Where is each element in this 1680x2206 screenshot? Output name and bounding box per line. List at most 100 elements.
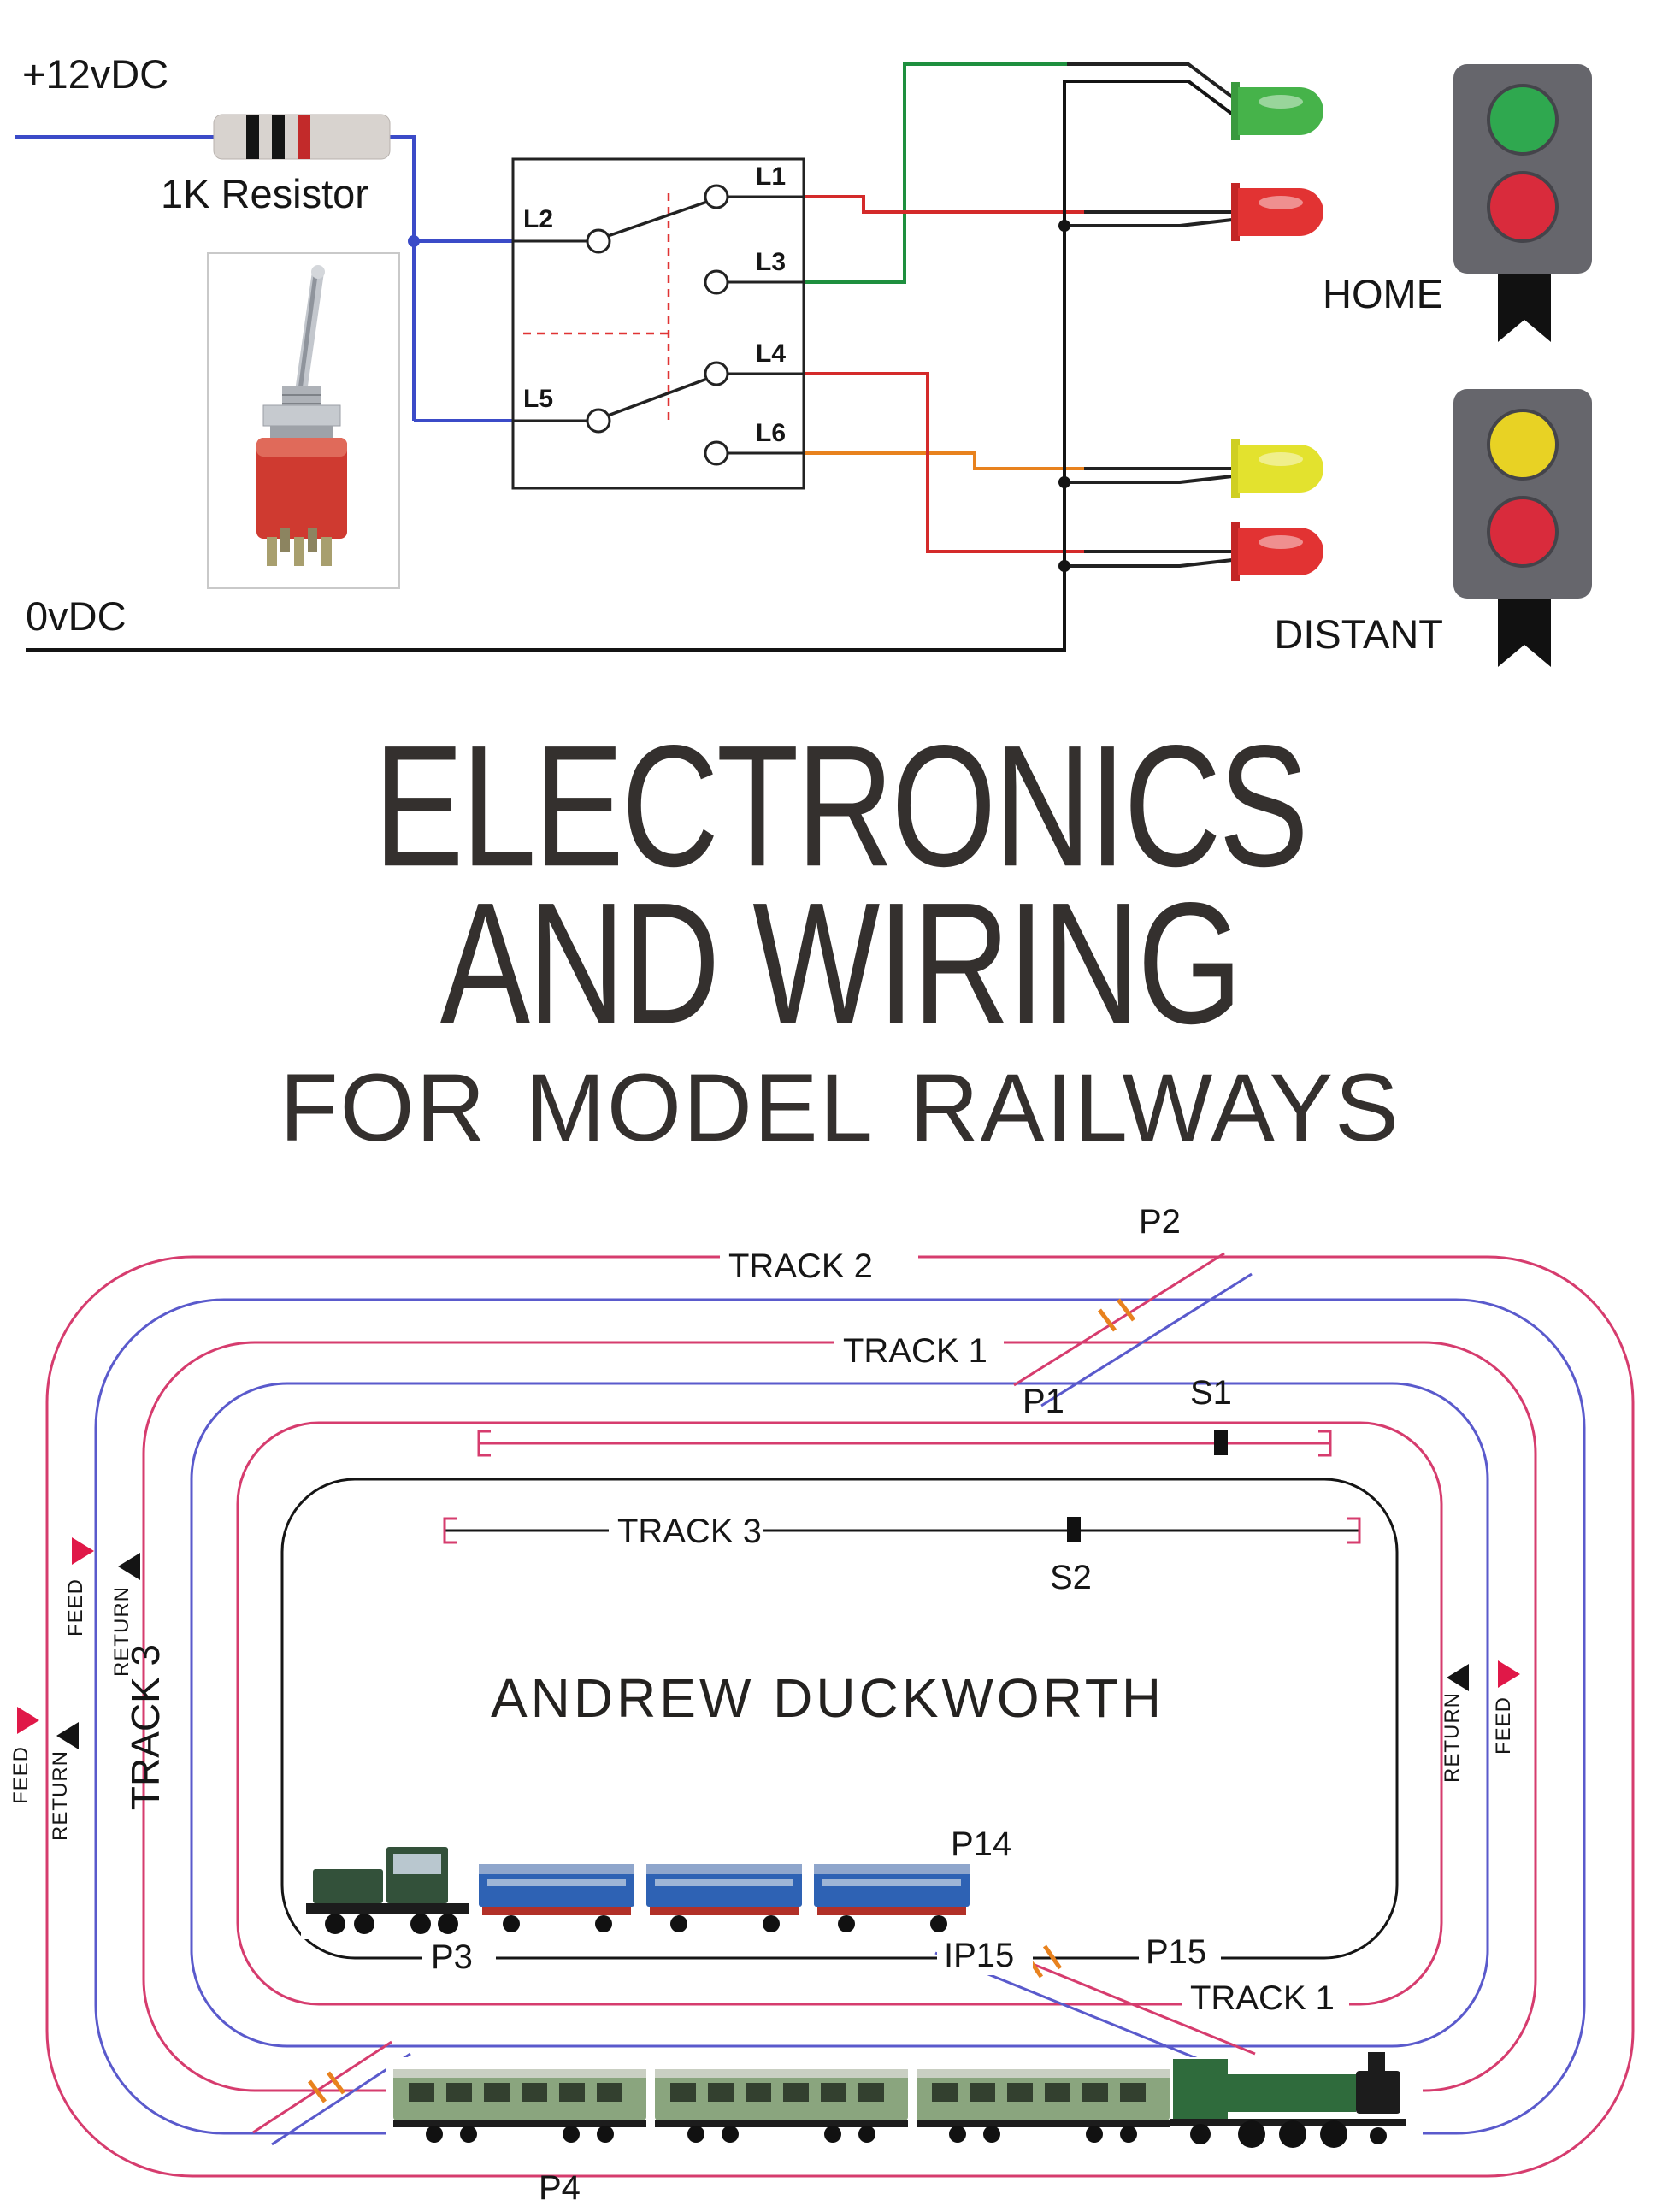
return-arrow-icon [118,1553,140,1580]
led-body [1238,87,1323,135]
label-p4: P4 [539,2169,581,2206]
led-body [1238,445,1323,493]
junction-dot [1058,476,1070,488]
label-track2: TRACK 2 [728,1248,873,1285]
switch-nut [262,404,341,427]
label-p2: P2 [1139,1203,1181,1241]
label-backing [1182,1979,1349,2018]
switch-pin [321,537,332,566]
wire-orange-distant-clear [804,451,1084,470]
plan-labels: P2 TRACK 2 TRACK 1 P1 S1 TRACK 3 S2 TRAC… [123,1203,1349,2206]
title-line-2: AND WIRING [439,867,1243,1060]
wheel [410,1914,431,1934]
label-backing [609,1512,763,1551]
feed-label: FEED [9,1746,32,1804]
title-line-3: FOR MODEL RAILWAYS [280,1054,1400,1161]
siding-p1 [477,1430,1332,1457]
label-s1: S1 [1190,1374,1232,1412]
supply-positive-label: +12vDC [22,51,168,97]
label-backing [834,1332,1004,1370]
loco-smokebox [1356,2071,1400,2114]
feed-label: FEED [1492,1696,1515,1755]
wheel [1320,2120,1347,2148]
toggle-switch-photo [207,252,400,589]
feed-arrow-icon [72,1537,94,1565]
switch-lever-tip [311,265,325,279]
green-led [1231,82,1323,140]
label-s2: S2 [1050,1559,1092,1596]
led-highlight [1259,452,1303,466]
contact-box-outline [511,157,805,490]
label-p15: P15 [1146,1933,1206,1971]
switch-s1-marker [1214,1430,1228,1455]
return-label: RETURN [110,1586,133,1677]
junction-dot [408,235,420,247]
author-name: ANDREW DUCKWORTH [491,1667,1164,1729]
switch-body [256,438,347,539]
freight-train [301,1833,985,1939]
crossover-rail [252,2040,392,2134]
label-track1-top: TRACK 1 [843,1332,987,1370]
led-flange [1231,522,1240,581]
distant-label: DISTANT [1274,611,1443,657]
label-track3-siding: TRACK 3 [617,1513,762,1550]
wire-red-home-danger [804,195,1084,214]
buffer-stop [1318,1430,1332,1457]
wire-red-distant-danger [804,372,1084,553]
crossover-rail [1040,1272,1253,1407]
led-highlight [1259,196,1303,209]
label-ip15: IP15 [944,1937,1014,1974]
crossover-p2 [1013,1252,1253,1407]
resistor-band [298,115,310,159]
contact-l4 [704,361,729,386]
siding-track3 [443,1517,1361,1544]
switch-contact-box: L2 L5 L1 L3 L4 L6 [511,157,805,490]
switch-pin [267,537,277,566]
return-arrow-icon [56,1722,79,1749]
wheel [1370,2127,1387,2144]
wheel [1238,2120,1265,2148]
resistor-band [246,115,259,159]
led-highlight [1259,95,1303,109]
crossover-rail [1013,1252,1225,1387]
steam-locomotive [1170,2052,1406,2148]
distant-signal-head [1453,389,1592,667]
home-signal-red-lens [1487,171,1559,243]
return-arrow-icon [1447,1664,1469,1691]
contact-l3-label: L3 [756,248,786,276]
wheel [1190,2124,1211,2144]
red-led-distant [1231,522,1323,581]
led-body [1238,188,1323,236]
contact-l3 [704,269,729,295]
wires [15,62,1241,652]
contact-l2-label: L2 [523,205,553,233]
contact-l5 [586,408,611,434]
loop-track1-blue-rail [190,1382,1489,2048]
loop-inner-black-rail [280,1478,1399,1960]
switch-body-top [256,438,347,457]
label-backing [1139,1934,1221,1972]
wheel [1279,2120,1306,2148]
resistor-band [272,115,285,159]
shunter-hood [313,1869,383,1903]
feed-label: FEED [64,1578,87,1637]
contact-l5-label: L5 [523,385,553,413]
led-flange [1231,82,1240,140]
switch-s2-marker [1067,1517,1081,1542]
label-track3-loop: TRACK 3 [123,1644,168,1810]
supply-negative-label: 0vDC [26,593,127,639]
passenger-train [386,2052,1423,2148]
wheel [325,1914,345,1934]
label-p3: P3 [431,1938,473,1976]
label-backing [937,1938,1033,1975]
lever-l2-l1 [607,200,708,238]
buffer-stop [443,1517,457,1544]
red-led-home [1231,183,1323,241]
contact-l1 [704,184,729,209]
home-label: HOME [1323,271,1443,316]
home-signal-flag [1498,274,1551,342]
junction-dot [1058,220,1070,232]
label-p1: P1 [1023,1383,1064,1420]
label-track1-bottom: TRACK 1 [1190,1979,1335,2017]
